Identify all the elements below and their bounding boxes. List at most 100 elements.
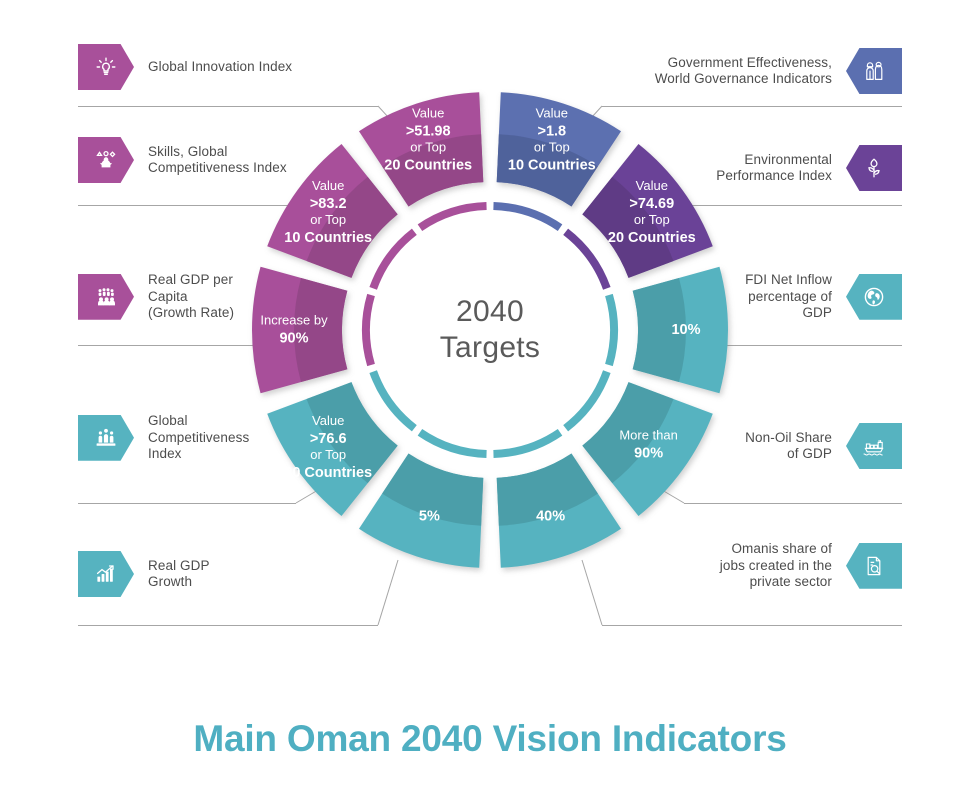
label-row-global-competitiveness-index[interactable]: Global Competitiveness Index [78,413,249,463]
label-row-fdi-net-inflow[interactable]: FDI Net Inflow percentage of GDP [745,272,902,322]
connector-rule-left-4 [78,503,296,504]
connector-rule-left-1 [78,106,378,107]
label-row-skills-global-competitiveness-index[interactable]: Skills, Global Competitiveness Index [78,137,287,183]
segment-inner-shade [496,134,598,207]
label-text: Real GDP per Capita (Growth Rate) [148,272,235,320]
segment-label-real-gdp-growth: 5% [419,508,440,524]
inner-ring-arc-non-oil-share [563,370,611,432]
label-text: Global Innovation Index [148,58,293,74]
connector-rule-right-2 [670,205,902,206]
badge-real-gdp-per-capita [78,273,134,320]
badge-shape [846,48,902,94]
badge-omanis-share-of-jobs [846,542,902,589]
donut-segment-non-oil-share[interactable] [582,382,713,517]
badge-skills-global-competitiveness-index [78,137,134,183]
inner-ring-arc-skills-competitiveness [369,228,417,290]
segment-inner-shade [496,453,598,526]
donut-segment-gov-effectiveness[interactable] [496,92,622,207]
donut-segment-real-gdp-per-capita[interactable] [252,266,348,394]
label-row-real-gdp-growth[interactable]: Real GDP Growth [78,551,210,597]
connector-rule-right-4 [684,503,902,504]
inner-ring-arc-gov-effectiveness [493,202,563,231]
donut-segment-environmental-performance[interactable] [582,143,713,278]
inner-ring-arc-environmental-performance [563,228,611,290]
center-line-2: Targets [439,331,541,364]
donut-segment-fdi-net-inflow[interactable] [632,266,729,394]
inner-ring-arc-global-innovation [417,202,487,231]
badge-real-gdp-growth [78,551,134,597]
leaf-plant-icon [868,158,880,178]
badge-government-effectiveness [846,48,902,94]
badge-global-competitiveness-index [78,414,134,461]
segment-inner-shade [382,134,484,207]
segment-label-omanis-jobs-share: 40% [536,508,565,524]
badge-global-innovation-index [78,44,134,90]
label-text: Non-Oil Share of GDP [745,429,832,462]
label-text: Government Effectiveness, World Governan… [654,54,832,87]
segment-inner-shade [632,277,686,383]
badge-fdi-net-inflow [846,273,902,320]
connector-rule-right-1 [602,106,902,107]
inner-ring-arc-omanis-jobs-share [493,429,563,458]
connector-rule-left-5 [78,625,378,626]
people-group-icon [98,288,115,306]
segment-inner-shade [306,382,398,484]
segment-label-fdi-net-inflow: 10% [671,322,700,338]
donut-segment-global-innovation[interactable] [358,92,484,207]
connector-rule-right-5 [602,625,902,626]
people-podium-icon [96,428,116,446]
label-text: FDI Net Inflow percentage of GDP [745,272,832,320]
connector-rule-right-3 [712,345,902,346]
label-row-real-gdp-per-capita[interactable]: Real GDP per Capita (Growth Rate) [78,272,234,322]
globe-icon [864,287,884,307]
segment-inner-shade [294,277,348,383]
label-text: Global Competitiveness Index [148,413,250,461]
segment-inner-shade [582,382,674,484]
inner-ring-arc-global-competitiveness [369,370,417,432]
donut-segment-skills-competitiveness[interactable] [267,143,398,278]
donut-segment-omanis-jobs-share[interactable] [496,453,622,568]
badge-non-oil-share-of-gdp [846,423,902,469]
center-line-1: 2040 [456,295,524,328]
donut-segment-global-competitiveness[interactable] [267,382,398,517]
label-row-non-oil-share-of-gdp[interactable]: Non-Oil Share of GDP [745,423,902,469]
label-text: Omanis share of jobs created in the priv… [719,541,832,589]
segment-inner-shade [382,453,484,526]
label-row-environmental-performance-index[interactable]: Environmental Performance Index [716,145,902,191]
badge-shape [846,273,902,320]
label-text: Skills, Global Competitiveness Index [148,143,287,176]
label-row-global-innovation-index[interactable]: Global Innovation Index [78,44,292,90]
label-text: Real GDP Growth [148,557,210,590]
cargo-ship-icon [863,440,884,456]
segment-inner-shade [306,176,398,278]
badge-shape [78,273,134,320]
bar-chart-growth-icon [96,565,114,582]
connector-rule-left-2 [78,205,310,206]
inner-ring-arc-real-gdp-growth [417,429,487,458]
segment-inner-shade [582,176,674,278]
donut-center-label: 2040 Targets [440,294,540,366]
donut-segment-real-gdp-growth[interactable] [358,453,484,568]
label-text: Environmental Performance Index [716,151,832,184]
badge-environmental-performance-index [846,145,902,191]
inner-ring-arc-real-gdp-per-capita [362,293,375,367]
inner-ring-arc-fdi-net-inflow [605,293,618,367]
page-title: Main Oman 2040 Vision Indicators [193,718,787,759]
label-row-omanis-share-of-jobs[interactable]: Omanis share of jobs created in the priv… [720,541,902,591]
donut-segments [252,92,729,568]
badge-shape [78,44,134,90]
label-row-government-effectiveness[interactable]: Government Effectiveness, World Governan… [655,48,902,94]
connector-rule-left-3 [78,345,268,346]
omani-couple-icon [866,61,883,80]
document-search-icon [867,556,881,575]
